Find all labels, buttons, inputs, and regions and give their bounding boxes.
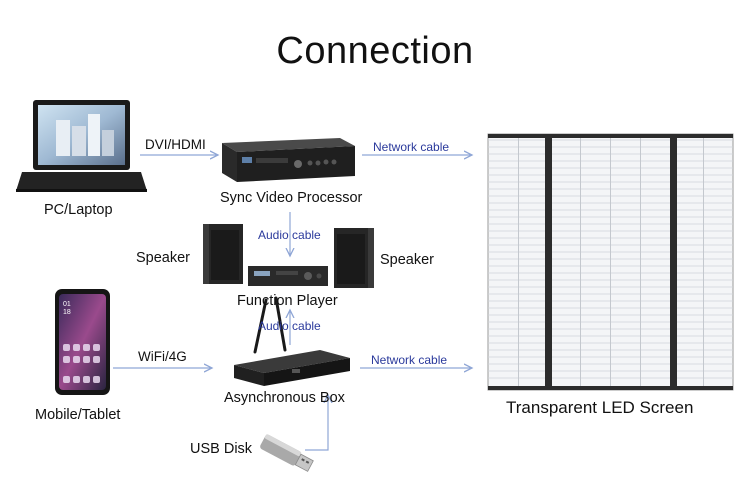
label-mobile-tablet: Mobile/Tablet [35,407,121,423]
label-speaker-right: Speaker [380,252,435,268]
svg-text:01: 01 [63,301,71,308]
mobile-phone-icon: 01 18 [55,289,110,395]
arrow-usb-to-box [305,395,328,451]
usb-disk-icon [260,434,314,472]
edge-label-audio-cable-bottom: Audio cable [258,319,321,333]
edge-label-wifi-4g: WiFi/4G [138,349,187,364]
label-sync-video-processor: Sync Video Processor [220,190,363,206]
async-box-icon [234,296,350,386]
edge-label-dvi-hdmi: DVI/HDMI [145,137,206,152]
label-speaker-left: Speaker [136,250,191,266]
laptop-icon [16,100,147,192]
speaker-right-icon [334,228,374,288]
label-pc-laptop: PC/Laptop [44,202,113,218]
function-player-icon [248,266,328,286]
diagram-title: Connection [276,30,474,72]
arrows [113,155,472,451]
label-transparent-led-screen: Transparent LED Screen [506,398,694,417]
edge-label-audio-cable-top: Audio cable [258,228,321,242]
edge-label-network-cable-bottom: Network cable [371,353,448,367]
edge-label-network-cable-top: Network cable [373,140,450,154]
label-function-player: Function Player [237,293,338,309]
label-asynchronous-box: Asynchronous Box [224,390,345,406]
speaker-left-icon [203,224,243,284]
label-usb-disk: USB Disk [190,441,253,457]
svg-text:18: 18 [63,309,71,316]
video-processor-icon [222,138,355,182]
led-screen-icon [487,133,734,391]
